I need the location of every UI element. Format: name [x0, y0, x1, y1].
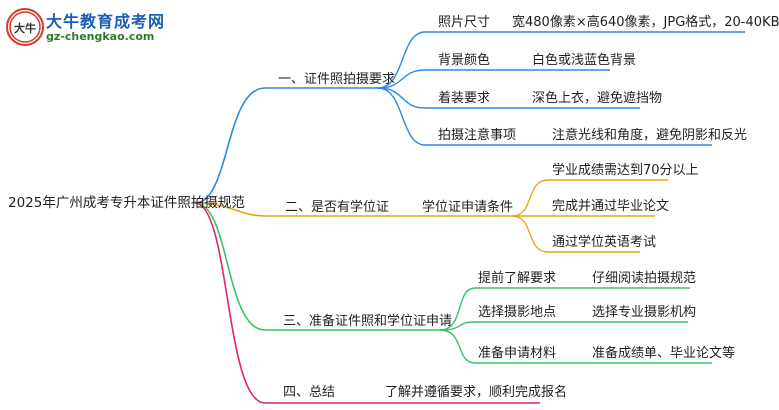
connector-root-b2	[194, 202, 378, 217]
connector-b1-c3	[377, 87, 495, 109]
connector-b3-c2	[439, 321, 552, 331]
branch-3-label: 三、准备证件照和学位证申请	[283, 314, 453, 329]
branch-4-child-1: 了解并遵循要求，顺利完成报名	[385, 385, 568, 400]
connector-b1-c2	[377, 69, 495, 89]
branch-1-child-2: 背景颜色	[438, 53, 491, 68]
branch-3-detail-2: 选择专业摄影机构	[592, 305, 697, 320]
connector-b3-c3	[439, 329, 552, 364]
connector-b1-c1	[377, 31, 495, 89]
logo-badge-icon: 大牛	[6, 8, 44, 46]
branch-2-item-3: 通过学位英语考试	[552, 235, 657, 250]
connector-b1-c4	[377, 87, 525, 146]
logo-badge-text: 大牛	[14, 21, 36, 35]
branch-1-detail-4: 注意光线和角度，避免阴影和反光	[552, 128, 748, 143]
connector-b2-i3	[511, 215, 640, 253]
connector-root-b3	[194, 202, 440, 331]
branch-3-child-1: 提前了解要求	[478, 271, 557, 286]
branch-1-label: 一、证件照拍摄要求	[278, 72, 396, 87]
branch-2-label: 二、是否有学位证	[285, 200, 390, 215]
branch-3-child-2: 选择摄影地点	[478, 305, 557, 320]
branch-1-detail-1: 宽480像素×高640像素，JPG格式，20-40KB	[512, 15, 779, 30]
connector-root-b4	[194, 202, 325, 404]
branch-2-item-1: 学业成绩需达到70分以上	[552, 163, 699, 178]
connector-root-b1	[194, 87, 378, 204]
logo-url: gz-chengkao.com	[46, 30, 155, 43]
logo-title: 大牛教育成考网	[46, 12, 166, 31]
mindmap-connectors	[194, 31, 745, 404]
branch-3-detail-3: 准备成绩单、毕业论文等	[592, 346, 736, 361]
site-logo[interactable]: 大牛 大牛教育成考网 gz-chengkao.com	[6, 6, 196, 50]
branch-1-child-1: 照片尺寸	[438, 15, 491, 30]
branch-1-detail-3: 深色上衣，避免遮挡物	[532, 91, 663, 106]
branch-4-label: 四、总结	[283, 385, 336, 400]
connector-b3-c1	[439, 287, 552, 331]
branch-1-detail-2: 白色或浅蓝色背景	[532, 53, 637, 68]
branch-1-child-3: 着装要求	[438, 91, 491, 106]
branch-2-item-2: 完成并通过毕业论文	[552, 199, 670, 214]
branch-3-detail-1: 仔细阅读拍摄规范	[592, 271, 697, 286]
root-topic: 2025年广州成考专升本证件照拍摄规范	[8, 195, 245, 211]
branch-2-child-1: 学位证申请条件	[422, 200, 514, 215]
branch-3-child-3: 准备申请材料	[478, 346, 557, 361]
connector-b2-i1	[511, 179, 668, 217]
branch-1-child-4: 拍摄注意事项	[438, 128, 517, 143]
